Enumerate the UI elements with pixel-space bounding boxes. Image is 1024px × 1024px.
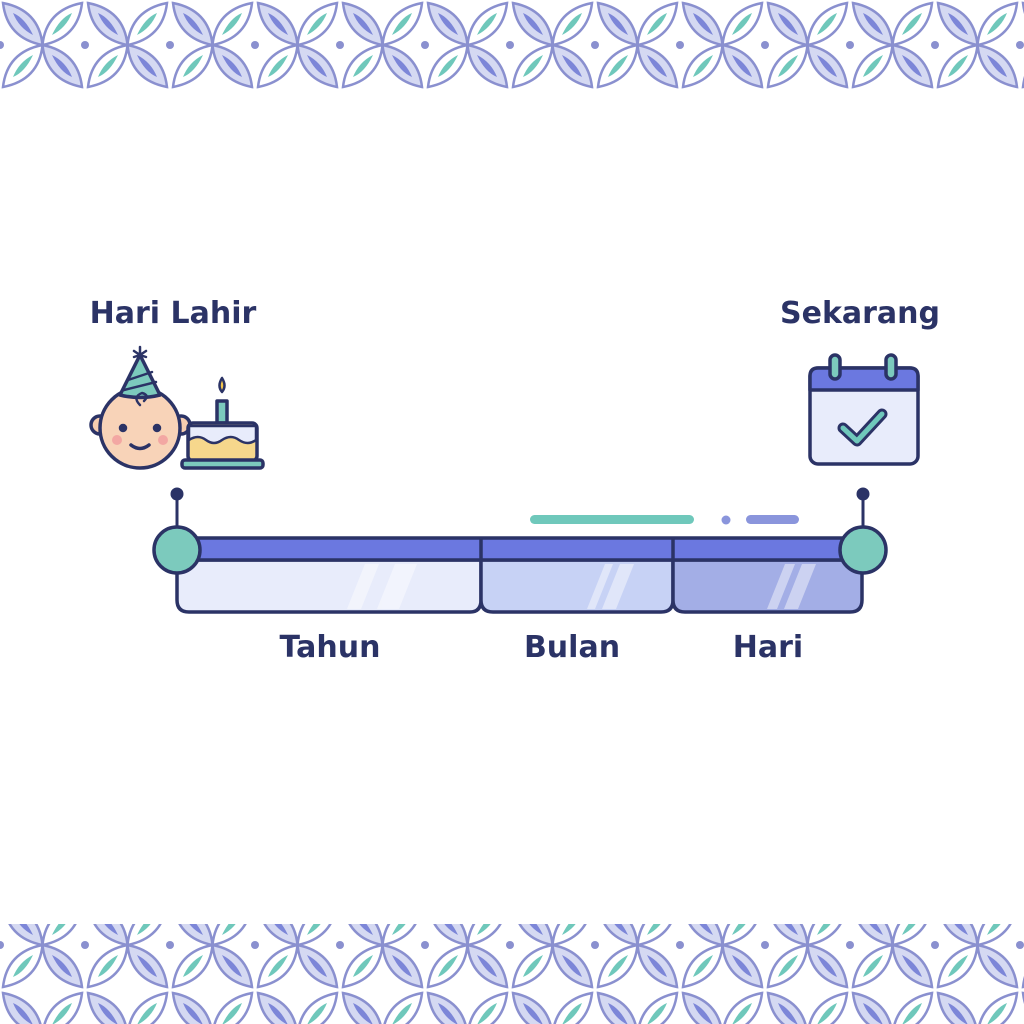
segment-bulan-box xyxy=(479,558,675,614)
start-node xyxy=(152,525,202,575)
birthday-cake-icon xyxy=(180,376,265,470)
segment-hari-box xyxy=(671,558,864,614)
start-label: Hari Lahir xyxy=(89,296,257,331)
cheek xyxy=(158,435,168,445)
timeline-bar xyxy=(175,536,865,562)
end-node xyxy=(838,525,888,575)
baby-party-hat-icon xyxy=(89,345,192,470)
segment-label-tahun: Tahun xyxy=(279,630,381,665)
progress-accent-line xyxy=(530,515,694,524)
glass-highlights xyxy=(347,564,816,609)
cheek xyxy=(112,435,122,445)
start-pin xyxy=(170,487,184,530)
segment-label-bulan: Bulan xyxy=(523,630,621,665)
accent-dot xyxy=(721,515,731,525)
accent-dash xyxy=(746,515,799,524)
end-pin xyxy=(856,487,870,530)
top-batik-border xyxy=(0,0,1024,90)
end-label: Sekarang xyxy=(779,296,941,331)
bottom-batik-border xyxy=(0,924,1024,1024)
calendar-check-icon xyxy=(808,353,920,466)
segment-tahun-box xyxy=(175,558,483,614)
segment-label-hari: Hari xyxy=(732,630,804,665)
